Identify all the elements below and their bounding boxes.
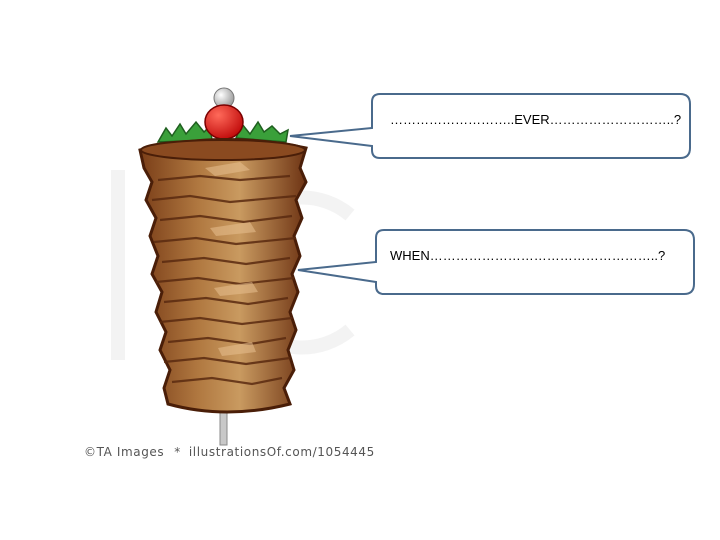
speech-bubble-top <box>289 93 691 159</box>
bubble-bottom-text: WHEN……………………………………………..? <box>390 248 666 263</box>
bubble-top-text: ………………………..EVER………………………..? <box>390 112 682 127</box>
credit-copyright: ©TA Images <box>84 445 165 459</box>
credit-source: illustrationsOf.com/1054445 <box>188 445 375 459</box>
credit-separator: * <box>174 445 181 459</box>
speech-bubble-bottom <box>297 229 695 295</box>
meat-cone <box>138 137 308 414</box>
tomato <box>204 104 244 140</box>
image-credit: ©TA Images * illustrationsOf.com/1054445 <box>84 445 375 459</box>
